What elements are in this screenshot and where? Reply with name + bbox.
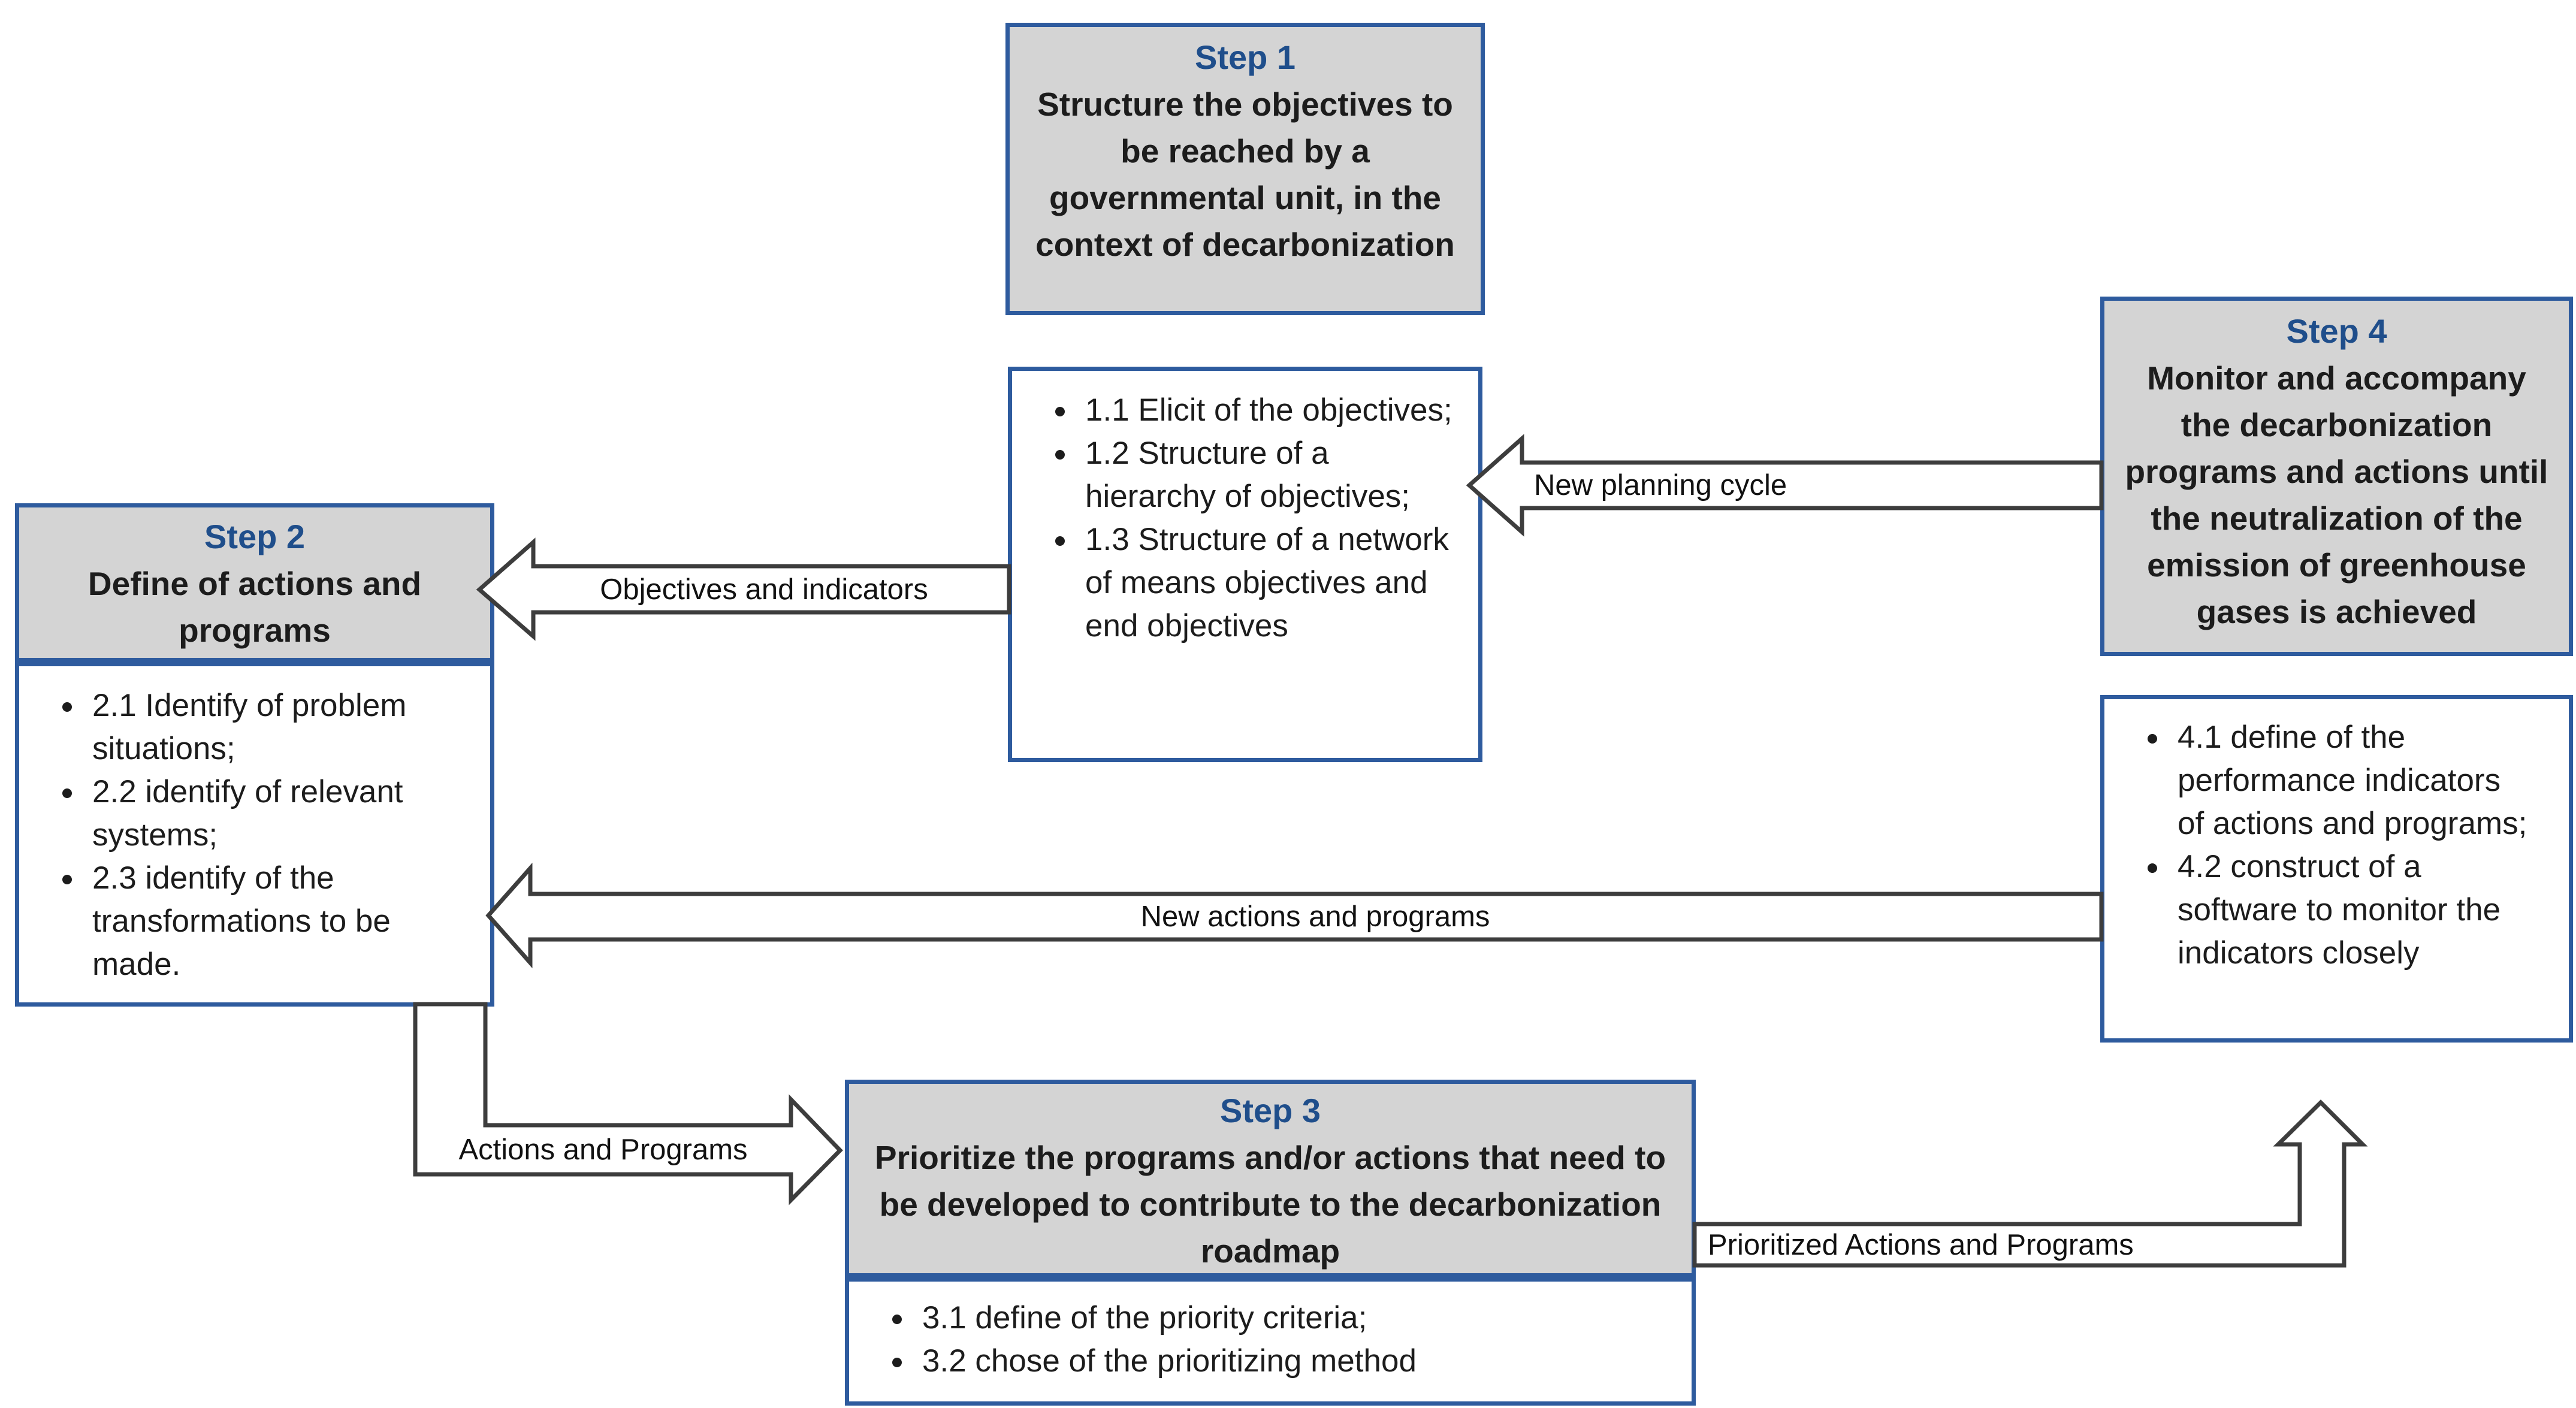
arrow-label-objectives-and-indicators: Objectives and indicators xyxy=(600,573,928,606)
bullet-item: 2.2 identify of relevant systems; xyxy=(85,771,472,857)
step1-heading: Structure the objectives to be reached b… xyxy=(1035,86,1455,263)
step3-heading: Prioritize the programs and/or actions t… xyxy=(874,1139,1666,1270)
step4-items-list: 4.1 define of the performance indicators… xyxy=(2104,716,2533,975)
bullet-item: 3.2 chose of the prioritizing method xyxy=(915,1340,1680,1383)
arrow-label-actions-and-programs: Actions and Programs xyxy=(458,1134,748,1166)
arrow-new-planning-cycle-left-icon xyxy=(1466,434,2104,537)
step4-heading: Monitor and accompany the decarbonizatio… xyxy=(2125,359,2548,630)
step2-header-box: Step 2 Define of actions and programs xyxy=(15,503,494,662)
step2-items-box: 2.1 Identify of problem situations; 2.2 … xyxy=(15,662,494,1007)
step3-header-box: Step 3 Prioritize the programs and/or ac… xyxy=(845,1080,1696,1277)
bullet-item: 1.2 Structure of a hierarchy of objectiv… xyxy=(1078,432,1460,518)
step3-items-list: 3.1 define of the priority criteria;3.2 … xyxy=(849,1297,1680,1383)
step4-header-box: Step 4 Monitor and accompany the decarbo… xyxy=(2100,297,2573,656)
step1-header-box: Step 1 Structure the objectives to be re… xyxy=(1005,23,1485,315)
step1-items-list: 1.1 Elicit of the objectives; 1.2 Struct… xyxy=(1012,389,1460,648)
step3-items-box: 3.1 define of the priority criteria;3.2 … xyxy=(845,1277,1696,1406)
step1-title: Step 1 xyxy=(1194,38,1296,76)
bullet-item: 1.3 Structure of a network of means obje… xyxy=(1078,518,1460,648)
step2-heading: Define of actions and programs xyxy=(87,565,422,649)
step4-title: Step 4 xyxy=(2286,312,2387,350)
arrow-objectives-and-indicators-left-icon xyxy=(476,537,1011,641)
arrow-prioritized-actions-and-programs-elbow-icon xyxy=(1692,1099,2368,1268)
step1-items-box: 1.1 Elicit of the objectives; 1.2 Struct… xyxy=(1008,367,1482,762)
arrow-label-prioritized-actions-and-programs: Prioritized Actions and Programs xyxy=(1708,1228,2134,1261)
step2-items-list: 2.1 Identify of problem situations; 2.2 … xyxy=(19,684,472,986)
step3-title: Step 3 xyxy=(1219,1092,1321,1129)
arrow-new-actions-and-programs-left-icon xyxy=(485,862,2104,969)
bullet-item: 1.1 Elicit of the objectives; xyxy=(1078,389,1460,432)
bullet-item: 4.2 construct of a software to monitor t… xyxy=(2170,845,2533,975)
arrow-label-new-actions-and-programs: New actions and programs xyxy=(1140,901,1490,933)
bullet-item: 2.1 Identify of problem situations; xyxy=(85,684,472,771)
arrow-label-new-planning-cycle: New planning cycle xyxy=(1534,469,1787,501)
bullet-item: 3.1 define of the priority criteria; xyxy=(915,1297,1680,1340)
bullet-item: 4.1 define of the performance indicators… xyxy=(2170,716,2533,845)
step2-title: Step 2 xyxy=(204,518,306,555)
step4-items-box: 4.1 define of the performance indicators… xyxy=(2100,695,2573,1043)
arrow-actions-and-programs-elbow-icon xyxy=(413,1002,843,1205)
bullet-item: 2.3 identify of the transformations to b… xyxy=(85,857,472,986)
